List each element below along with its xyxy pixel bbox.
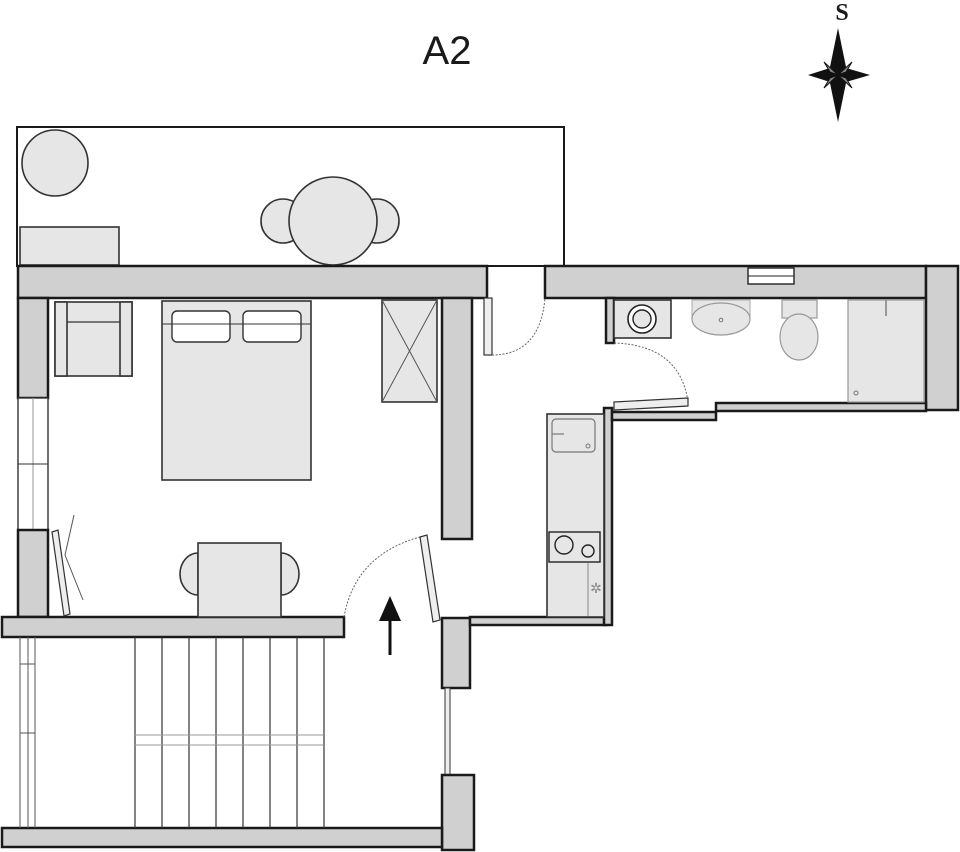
dining-chair xyxy=(179,552,199,596)
toilet xyxy=(779,313,819,361)
washbasin xyxy=(691,302,751,336)
bedroom-furniture xyxy=(54,299,438,618)
staircase xyxy=(19,637,325,828)
kitchen-sink xyxy=(551,418,596,453)
fridge-snowflake-icon: ✲ xyxy=(590,581,602,597)
compass-icon: S xyxy=(808,0,870,122)
walls xyxy=(0,264,960,852)
pillow xyxy=(171,310,231,343)
terrace-table xyxy=(288,176,378,266)
planter xyxy=(21,129,89,197)
terrace-door xyxy=(483,297,493,356)
pillow xyxy=(242,310,302,343)
dining-chair xyxy=(280,552,300,596)
doors xyxy=(51,297,689,623)
entrance-arrow-icon xyxy=(379,596,401,655)
entrance-door xyxy=(419,534,441,623)
bathroom-door xyxy=(613,397,689,411)
shower xyxy=(847,299,925,403)
unit-title: A2 xyxy=(423,29,472,73)
dining-table xyxy=(197,542,282,618)
kitchen: ✲ xyxy=(546,413,605,618)
compass-label: S xyxy=(835,0,848,26)
window-door xyxy=(51,529,71,617)
bathroom xyxy=(613,299,925,403)
terrace-bench xyxy=(19,226,120,266)
terrace xyxy=(16,126,565,267)
